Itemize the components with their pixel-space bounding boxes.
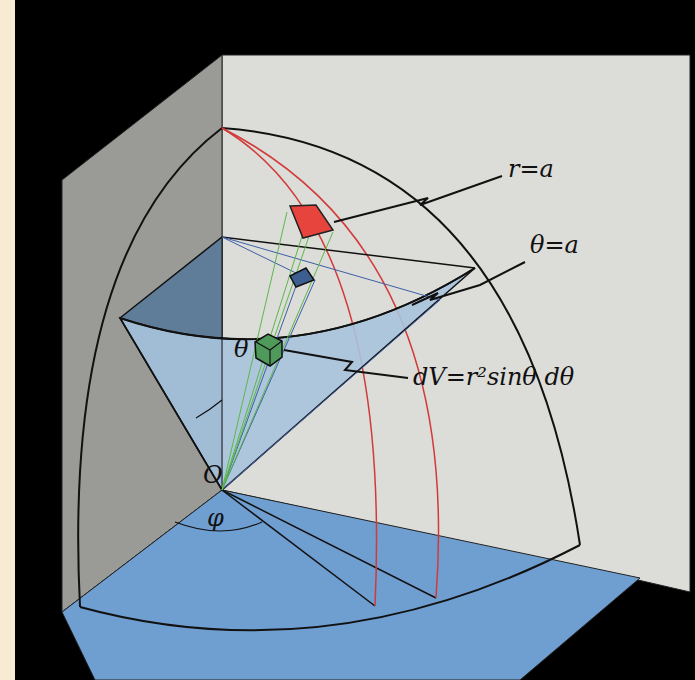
formula-label: dV=r²sinθ dθ (413, 364, 574, 390)
sphere-equator (80, 545, 580, 630)
blue-guide (222, 237, 440, 300)
leader-line (284, 350, 408, 378)
cone-rim-arc (120, 268, 475, 339)
floor-ray (222, 490, 436, 598)
floor-ray (222, 490, 375, 606)
green-guide (222, 232, 333, 490)
polar-axis (222, 237, 223, 490)
sphere-meridian (222, 128, 580, 545)
green-guide (222, 212, 287, 490)
leader-line (334, 176, 502, 222)
green-guide (222, 233, 303, 490)
blue-guide (222, 275, 300, 490)
angle-label: θ (234, 336, 248, 362)
angle-label: φ (207, 505, 224, 531)
theta-arc (196, 400, 222, 418)
surface-patch-r (290, 205, 333, 238)
surface-label: r=a (508, 156, 554, 182)
leader-line (412, 262, 525, 305)
surface-patch-theta (290, 268, 314, 287)
origin-label: O (203, 462, 223, 488)
dark-frame (15, 0, 695, 680)
volume-element-edges (256, 341, 282, 366)
cone-edge (120, 318, 222, 490)
green-guide (222, 210, 318, 490)
surface-label: θ=a (530, 232, 579, 258)
floor-plane (62, 490, 640, 680)
volume-element (255, 334, 282, 366)
